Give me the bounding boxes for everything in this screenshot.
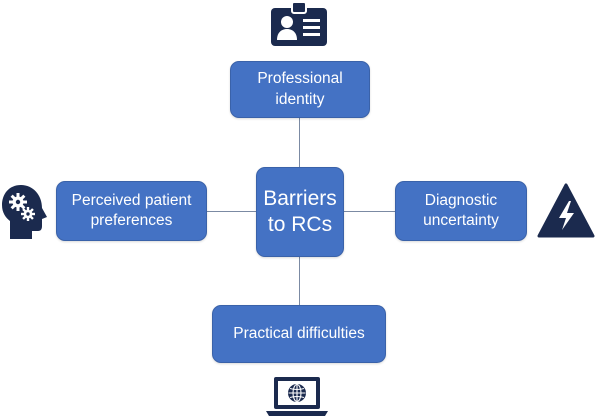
id-badge-icon xyxy=(271,2,327,46)
connector-left xyxy=(206,211,257,212)
head-gears-icon xyxy=(2,185,47,239)
connector-right xyxy=(343,211,395,212)
node-perceived-patient-preferences: Perceived patient preferences xyxy=(56,181,207,241)
connector-bottom xyxy=(299,256,300,306)
warning-lightning-icon xyxy=(537,183,595,238)
node-professional-identity: Professional identity xyxy=(230,61,370,118)
node-diagnostic-uncertainty: Diagnostic uncertainty xyxy=(395,181,527,241)
connector-top xyxy=(299,118,300,168)
laptop-globe-icon xyxy=(266,377,328,416)
node-practical-difficulties: Practical difficulties xyxy=(212,305,386,363)
center-node-barriers: Barriers to RCs xyxy=(256,167,344,257)
